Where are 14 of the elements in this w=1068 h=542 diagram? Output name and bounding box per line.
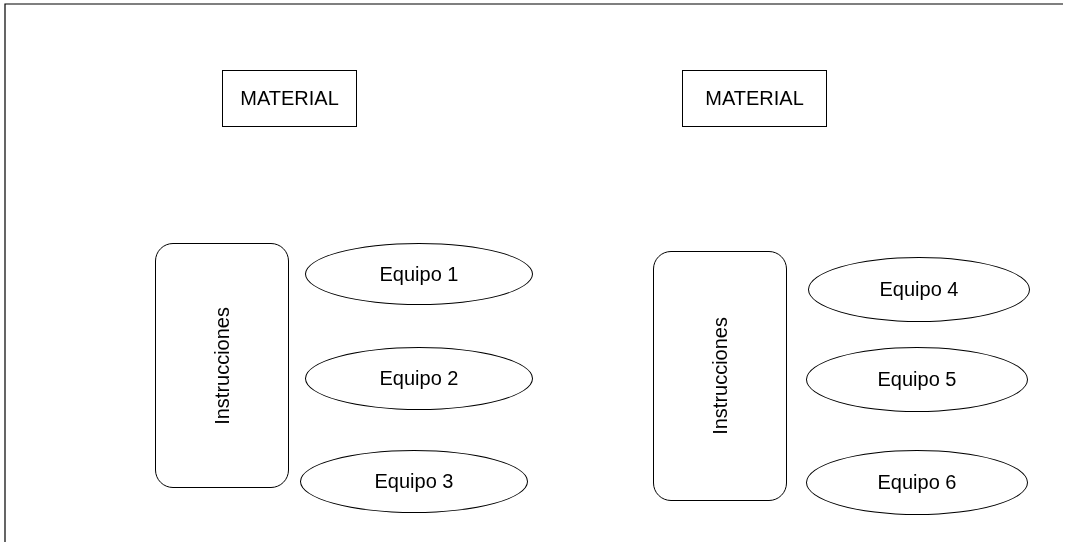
node-label: Equipo 3 bbox=[374, 470, 454, 493]
node-label: Equipo 1 bbox=[379, 262, 459, 286]
node-label: Instrucciones bbox=[708, 317, 732, 435]
node-label: MATERIAL bbox=[705, 87, 804, 110]
node-label: MATERIAL bbox=[240, 87, 339, 110]
node-label: Equipo 6 bbox=[877, 471, 957, 494]
label-box bbox=[222, 70, 357, 127]
table-box bbox=[653, 251, 787, 501]
node-label: Equipo 2 bbox=[379, 367, 459, 390]
label-box bbox=[682, 70, 827, 127]
node-label: Instrucciones bbox=[210, 306, 234, 425]
node-label: Equipo 5 bbox=[877, 368, 957, 391]
table-box bbox=[155, 243, 289, 488]
node-label: Equipo 4 bbox=[879, 278, 959, 301]
